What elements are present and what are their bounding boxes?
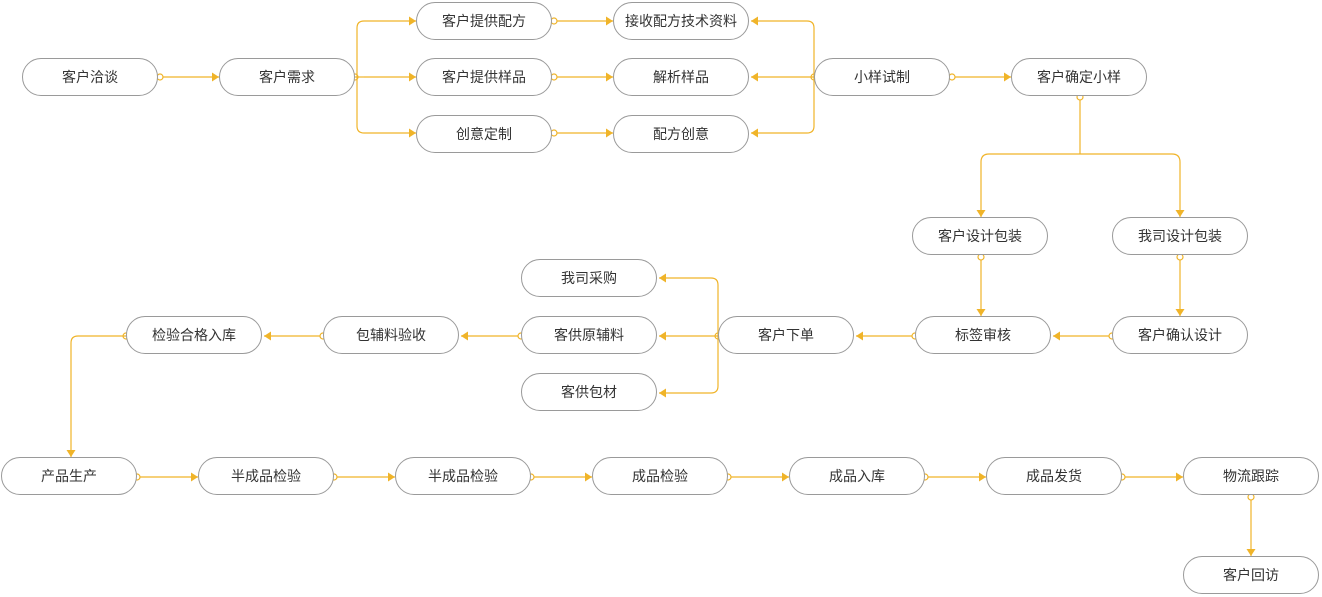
node-customer-demand: 客户需求 [219,58,355,96]
node-customer-revisit: 客户回访 [1183,556,1319,594]
connector-arrowhead [976,309,986,316]
node-customer-supplied-packaging: 客供包材 [521,373,657,411]
node-finished-warehousing: 成品入库 [789,457,925,495]
connector-arrowhead [1246,549,1256,556]
connector-arrowhead [388,472,395,482]
connector-arrowhead [585,472,592,482]
connector-arrowhead [856,331,863,341]
node-company-designs-package: 我司设计包装 [1112,217,1248,255]
node-customer-provides-formula: 客户提供配方 [416,2,552,40]
node-customer-confirms-design: 客户确认设计 [1112,316,1248,354]
node-semi-product-inspection-2: 半成品检验 [395,457,531,495]
node-packaging-acceptance: 包辅料验收 [323,316,459,354]
connector-arrowhead [979,472,986,482]
node-company-purchase: 我司采购 [521,259,657,297]
node-finished-shipping: 成品发货 [986,457,1122,495]
node-formula-creative: 配方创意 [613,115,749,153]
connector-arrowhead [1004,72,1011,82]
node-customer-supplied-materials: 客供原辅料 [521,316,657,354]
node-logistics-tracking: 物流跟踪 [1183,457,1319,495]
node-receive-formula-docs: 接收配方技术资料 [613,2,749,40]
node-production: 产品生产 [1,457,137,495]
connector-arrowhead [409,16,416,26]
connector-arrowhead [1175,309,1185,316]
node-customer-negotiation: 客户洽谈 [22,58,158,96]
connector-arrowhead [751,16,758,26]
connector-arrowhead [606,72,613,82]
connector-arrowhead [409,72,416,82]
node-customer-confirms-sample: 客户确定小样 [1011,58,1147,96]
connector-arrowhead [264,331,271,341]
connector-arrowhead [751,72,758,82]
connector-line [356,20,416,134]
connector-arrowhead [212,72,219,82]
node-finished-inspection: 成品检验 [592,457,728,495]
node-customer-order: 客户下单 [718,316,854,354]
connector-arrowhead [782,472,789,482]
connector-arrowhead [751,128,758,138]
connector-arrowhead [606,128,613,138]
connector-arrowhead [461,331,468,341]
node-inspection-warehousing: 检验合格入库 [126,316,262,354]
connector-arrowhead [976,210,986,217]
connector-arrowhead [409,128,416,138]
connector-arrowhead [191,472,198,482]
node-semi-product-inspection-1: 半成品检验 [198,457,334,495]
connector-line [980,153,1181,217]
node-label-review: 标签审核 [915,316,1051,354]
connector-arrowhead [606,16,613,26]
node-trial-sample: 小样试制 [814,58,950,96]
connector-arrowhead [1176,472,1183,482]
connector-arrowhead [659,388,666,398]
connector-arrowhead [659,273,666,283]
node-creative-customization: 创意定制 [416,115,552,153]
connector-arrowhead [1175,210,1185,217]
node-customer-provides-sample: 客户提供样品 [416,58,552,96]
connector-arrowhead [66,450,76,457]
connector-arrowhead [659,331,666,341]
node-analyze-sample: 解析样品 [613,58,749,96]
connector-arrowhead [1053,331,1060,341]
node-customer-designs-package: 客户设计包装 [912,217,1048,255]
connector-line [70,335,126,457]
